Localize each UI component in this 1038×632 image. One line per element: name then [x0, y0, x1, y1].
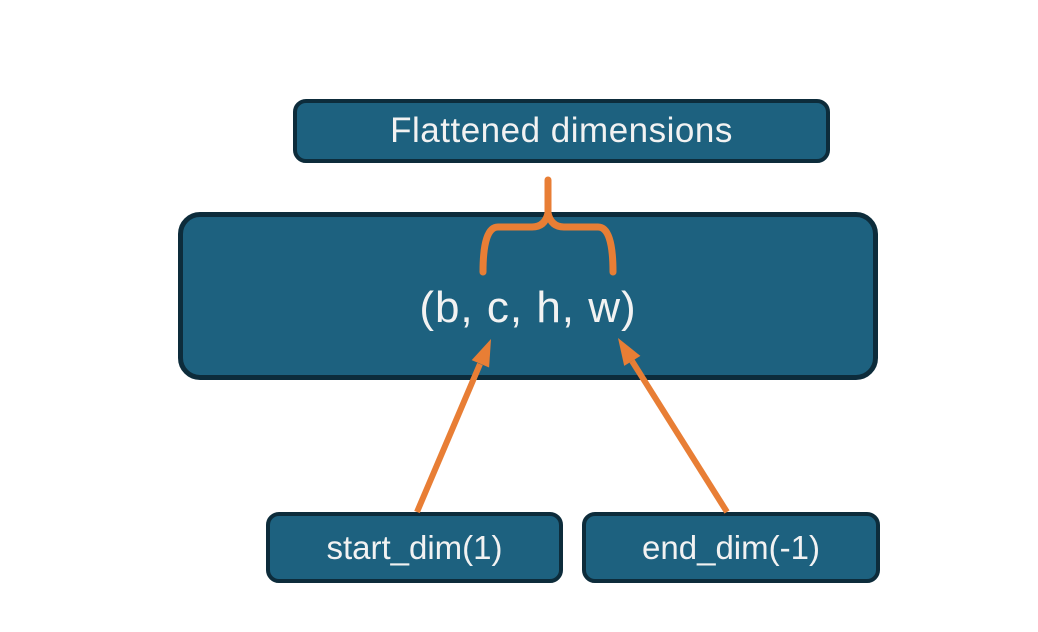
tensor-shape-box: (b, c, h, w) — [178, 212, 878, 380]
end-dim-label: end_dim(-1) — [642, 528, 820, 566]
tensor-shape-label: (b, c, h, w) — [419, 283, 637, 332]
flattened-dimensions-label: Flattened dimensions — [390, 111, 733, 150]
flattened-dimensions-box: Flattened dimensions — [293, 99, 830, 163]
start-dim-arrow-shaft — [414, 362, 483, 514]
end-dim-box: end_dim(-1) — [582, 512, 880, 583]
start-dim-label: start_dim(1) — [326, 528, 503, 566]
start-dim-box: start_dim(1) — [266, 512, 563, 583]
end-dim-arrow-shaft — [629, 359, 730, 514]
